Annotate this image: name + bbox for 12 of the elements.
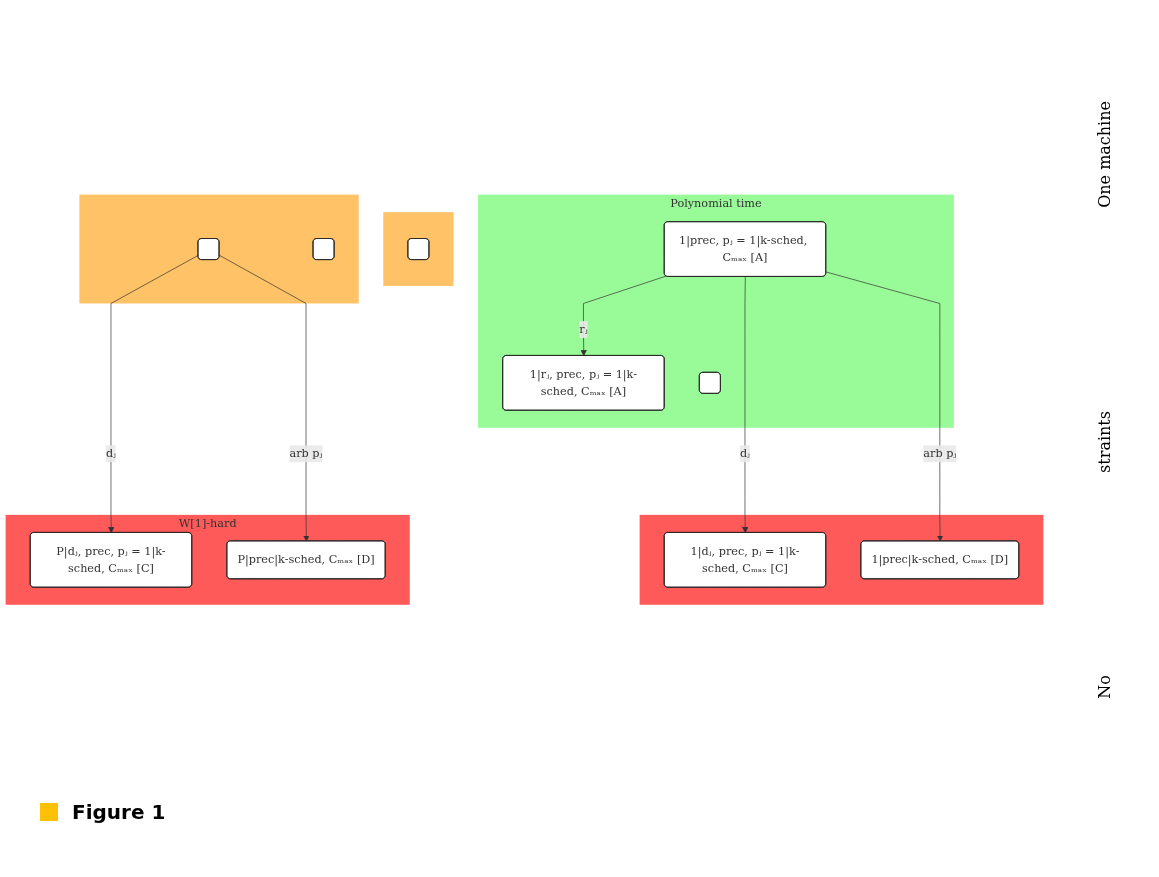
cluster: [79, 194, 359, 304]
cluster: [383, 212, 454, 287]
edge-label: arb pⱼ: [923, 447, 957, 461]
edge-label: dⱼ: [105, 447, 117, 461]
cluster: [639, 515, 1044, 606]
edge-label: dⱼ: [739, 447, 751, 461]
edge-label: rⱼ: [579, 322, 588, 337]
edge-label: arb pⱼ: [289, 447, 323, 461]
side-label: One machine: [1094, 101, 1114, 209]
figure-caption: Figure 1: [72, 800, 166, 824]
side-label: straints: [1094, 410, 1114, 473]
side-label: No: [1094, 675, 1114, 699]
